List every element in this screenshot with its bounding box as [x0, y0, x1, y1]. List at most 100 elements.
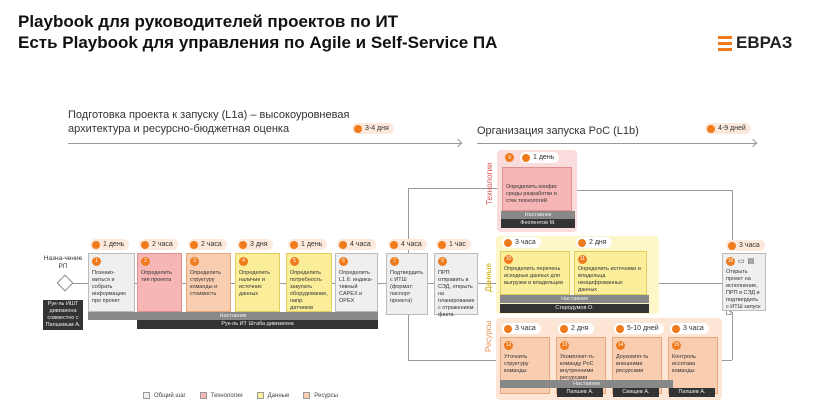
duration-text: 3 часа [683, 325, 704, 332]
step-number: 6 [339, 257, 348, 266]
step-9-box[interactable]: Определить конфиг. среды разработки и ст… [502, 167, 572, 211]
duration-text: 1 час [449, 241, 466, 248]
step-text: Определить наличие и источник данных [239, 270, 271, 297]
step-text: Определить тип проекта [141, 270, 173, 283]
step-text: Контроль иссотава команды [672, 354, 696, 374]
duration-text: 4 часа [401, 241, 422, 248]
step-owner-bar: Папшев А. [669, 388, 715, 397]
step-duration: 4 часа [337, 239, 376, 250]
duration-text: 2 дня [589, 239, 607, 246]
data-owner-bar: Стародумов О. [500, 304, 649, 313]
step-duration: 1 день [90, 239, 130, 250]
step-duration: 2 часа [139, 239, 178, 250]
data-mentor-bar: Наставник [500, 295, 649, 303]
duration-text: 3 дня [250, 241, 268, 248]
step-number: 2 [141, 257, 150, 266]
step-duration: 3 часа [502, 323, 541, 334]
duration-text: 4-9 дней [718, 125, 746, 132]
step-16-box[interactable]: 16▭▤ Открыть проект на исполнение, ПРП в… [722, 253, 766, 317]
clock-icon [92, 240, 100, 249]
clock-icon [707, 124, 715, 133]
swatch [143, 392, 150, 399]
clock-icon [616, 324, 624, 333]
res-out-vline [732, 312, 733, 360]
duration-text: 4 часа [350, 241, 371, 248]
phase-1-arrow [68, 143, 462, 144]
step-number: 9 [505, 153, 514, 162]
step-number: 16 [726, 257, 735, 266]
step-owner-bar: Папшев А. [557, 388, 603, 397]
branch-res-line [408, 360, 500, 361]
legend-text: Ресурсы [314, 392, 338, 399]
title-line-2: Есть Playbook для управления по Agile и … [18, 33, 498, 52]
clock-icon [522, 153, 530, 162]
step-number: 7 [390, 257, 399, 266]
logo-text: ЕВРАЗ [736, 33, 793, 52]
step-number: 10 [504, 255, 513, 264]
laptop-icon: ▭ [738, 258, 745, 265]
clock-icon [239, 240, 247, 249]
step-duration: 1 день [520, 152, 560, 163]
start-diamond [56, 274, 74, 292]
clock-icon [504, 324, 512, 333]
data-label: Данные [484, 263, 493, 292]
step-duration: 3 дня [237, 239, 273, 250]
start-label: Назна-чение РП [43, 255, 83, 270]
clock-icon [354, 124, 362, 133]
clock-icon [438, 240, 446, 249]
step-text: Определить структуру команды и стоимость [190, 270, 222, 297]
step-text: Определить L1.6: индика-тивный CAPEX и O… [339, 270, 373, 304]
step-number: 13 [560, 341, 569, 350]
duration-text: 2 часа [201, 241, 222, 248]
step-number: 1 [92, 257, 101, 266]
step-number: 8 [438, 257, 447, 266]
step-text: ПРП отправить в СЭД, открыть на планиров… [438, 270, 475, 318]
step-duration: 2 дня [558, 323, 594, 334]
step-text: Определить потребность закупать оборудов… [290, 270, 328, 311]
clock-icon [672, 324, 680, 333]
phase-1-title: Подготовка проекта к запуску (L1a) – выс… [68, 109, 350, 135]
duration-text: 3 часа [739, 242, 760, 249]
legend-text: Общий шаг [154, 392, 186, 399]
step-number: 12 [504, 341, 513, 350]
step-text: Определить источники и владельца неоцифр… [578, 266, 641, 293]
legend-tech: Технологии [199, 392, 243, 399]
clock-icon [390, 240, 398, 249]
step-duration: 3 часа [502, 237, 541, 248]
duration-text: 1 день [103, 241, 125, 248]
duration-text: 5-10 дней [627, 325, 659, 332]
document-icon: ▤ [747, 258, 755, 265]
duration-text: 3 часа [515, 239, 536, 246]
arrowhead-icon [748, 138, 758, 148]
step-text: Открыть проект на исполнение, ПРП в СЭД … [726, 269, 761, 317]
phase-1-duration: 3-4 дня [352, 123, 394, 134]
swatch [303, 392, 311, 399]
branch-tech-line [408, 188, 502, 189]
final-duration: 3 часа [726, 240, 765, 251]
start-owner: Рук-ль ИШТ дивизиона совместно с Папшевы… [43, 300, 83, 330]
resources-mentor-bar: Наставник [500, 380, 673, 388]
step-number: 5 [290, 257, 299, 266]
duration-text: 3 часа [515, 325, 536, 332]
tech-label: Технологии [485, 162, 494, 205]
legend-general: Общий шаг [143, 392, 186, 399]
legend-text: Технологии [210, 392, 243, 399]
clock-icon [560, 324, 568, 333]
tech-owner-bar: Феопентов М. [501, 219, 575, 228]
legend-resources: Ресурсы [303, 392, 338, 399]
clock-icon [190, 240, 198, 249]
step-text: Подтвердить с ИТШ (формат: паспорт проек… [390, 270, 424, 304]
logo-icon [718, 35, 732, 51]
clock-icon [339, 240, 347, 249]
